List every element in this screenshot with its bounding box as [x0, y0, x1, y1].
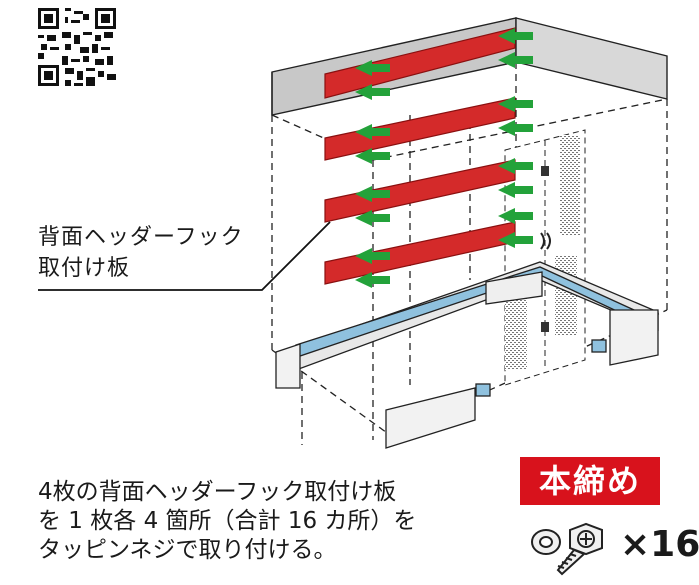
arrow-icon: [498, 232, 533, 248]
instruction-text: 4枚の背面ヘッダーフック取付け板 を 1 枚各 4 箇所（合計 16 カ所）を …: [38, 478, 416, 565]
arrow-icon: [355, 248, 390, 264]
final-tighten-badge: 本締め: [520, 457, 660, 505]
screw-quantity: ×16: [620, 524, 699, 565]
tapping-screw-icon: [556, 522, 603, 576]
arrow-icon: [498, 158, 533, 174]
washer-icon: [531, 529, 561, 555]
arrow-icon: [355, 272, 390, 288]
arrow-icon: [498, 208, 533, 224]
green-arrows: [355, 28, 533, 288]
header-hook-plate: [324, 27, 516, 99]
header-box: [271, 17, 668, 116]
arrow-icon: [355, 124, 390, 140]
arrow-icon: [498, 28, 533, 44]
header-hook-plate: [324, 159, 516, 223]
callout-line-2: 取付け板: [38, 256, 131, 281]
arrow-icon: [498, 96, 533, 112]
arrow-icon: [498, 52, 533, 68]
header-hook-plates: [324, 27, 516, 285]
qr-code-icon: [38, 8, 116, 86]
header-hook-plate-label: 背面ヘッダーフック 取付け板: [38, 222, 244, 284]
callout-line-1: 背面ヘッダーフック: [38, 225, 244, 250]
arrow-icon: [355, 148, 390, 164]
instruction-line-2: を 1 枚各 4 箇所（合計 16 カ所）を: [38, 508, 417, 534]
instruction-line-3: タッピンネジで取り付ける。: [38, 537, 337, 563]
callout-leader-line: [38, 221, 331, 291]
arrow-icon: [355, 60, 390, 76]
header-hook-plate: [324, 97, 516, 161]
header-hook-plate: [324, 221, 516, 285]
arrow-icon: [498, 120, 533, 136]
instruction-line-1: 4枚の背面ヘッダーフック取付け板: [38, 479, 397, 505]
arrow-icon: [355, 210, 390, 226]
assembly-diagram: [38, 17, 668, 449]
arrow-icon: [355, 186, 390, 202]
arrow-icon: [498, 182, 533, 198]
base-frame: [275, 261, 659, 449]
hardware-icons: [531, 522, 603, 576]
arrow-icon: [355, 84, 390, 100]
